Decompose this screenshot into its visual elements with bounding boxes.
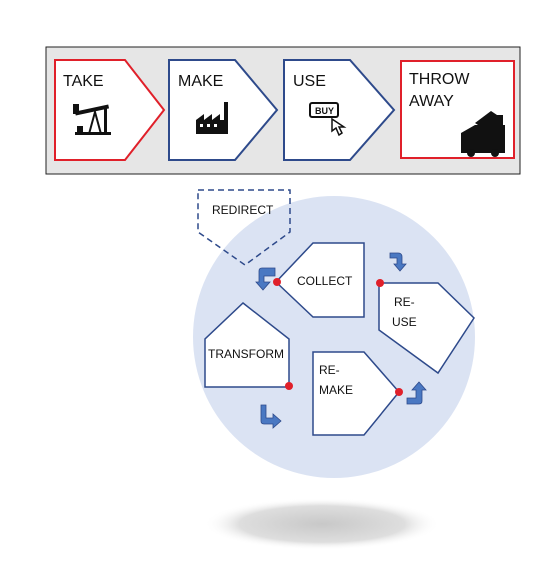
node-collect: COLLECT xyxy=(273,242,365,318)
step-use-label: USE xyxy=(293,73,326,90)
remake-shape xyxy=(312,351,400,436)
loop-arrow-to-transform-icon xyxy=(255,267,276,291)
step-throw-away-label: THROW AWAY xyxy=(409,71,474,110)
step-take: TAKE xyxy=(54,59,166,161)
reuse-label: RE- USE xyxy=(392,295,418,329)
buy-button-icon: BUY xyxy=(306,97,352,137)
ground-shadow xyxy=(204,498,440,550)
factory-icon xyxy=(192,98,234,136)
dump-truck-icon xyxy=(461,111,505,157)
redirect-dashed-arrow xyxy=(197,189,291,266)
svg-text:BUY: BUY xyxy=(315,106,334,116)
oil-pump-icon xyxy=(71,98,113,136)
remake-connector-dot xyxy=(395,388,403,396)
step-make-label: MAKE xyxy=(178,73,223,90)
step-make: MAKE xyxy=(168,59,279,161)
step-take-label: TAKE xyxy=(63,73,104,90)
collect-connector-dot xyxy=(273,278,281,286)
node-transform: TRANSFORM xyxy=(204,302,293,390)
reuse-shape xyxy=(378,282,475,375)
redirect-step: REDIRECT xyxy=(197,189,291,266)
reuse-connector-dot xyxy=(376,279,384,287)
step-throw-away: THROW AWAY xyxy=(400,60,515,159)
collect-label: COLLECT xyxy=(297,274,353,288)
loop-arrow-to-collect-icon xyxy=(389,252,407,272)
transform-connector-dot xyxy=(285,382,293,390)
collect-shape xyxy=(274,242,365,318)
transform-label: TRANSFORM xyxy=(208,347,284,361)
loop-arrow-to-reuse-icon xyxy=(406,381,427,405)
loop-arrow-to-remake-icon xyxy=(260,404,282,429)
transform-shape xyxy=(204,302,290,388)
linear-economy-panel: TAKE MAKE xyxy=(45,46,521,175)
redirect-label: REDIRECT xyxy=(212,203,274,217)
node-reuse: RE- USE xyxy=(376,279,475,375)
remake-label: RE- MAKE xyxy=(319,363,353,397)
node-remake: RE- MAKE xyxy=(312,351,403,436)
step-use: USE BUY xyxy=(283,59,396,161)
